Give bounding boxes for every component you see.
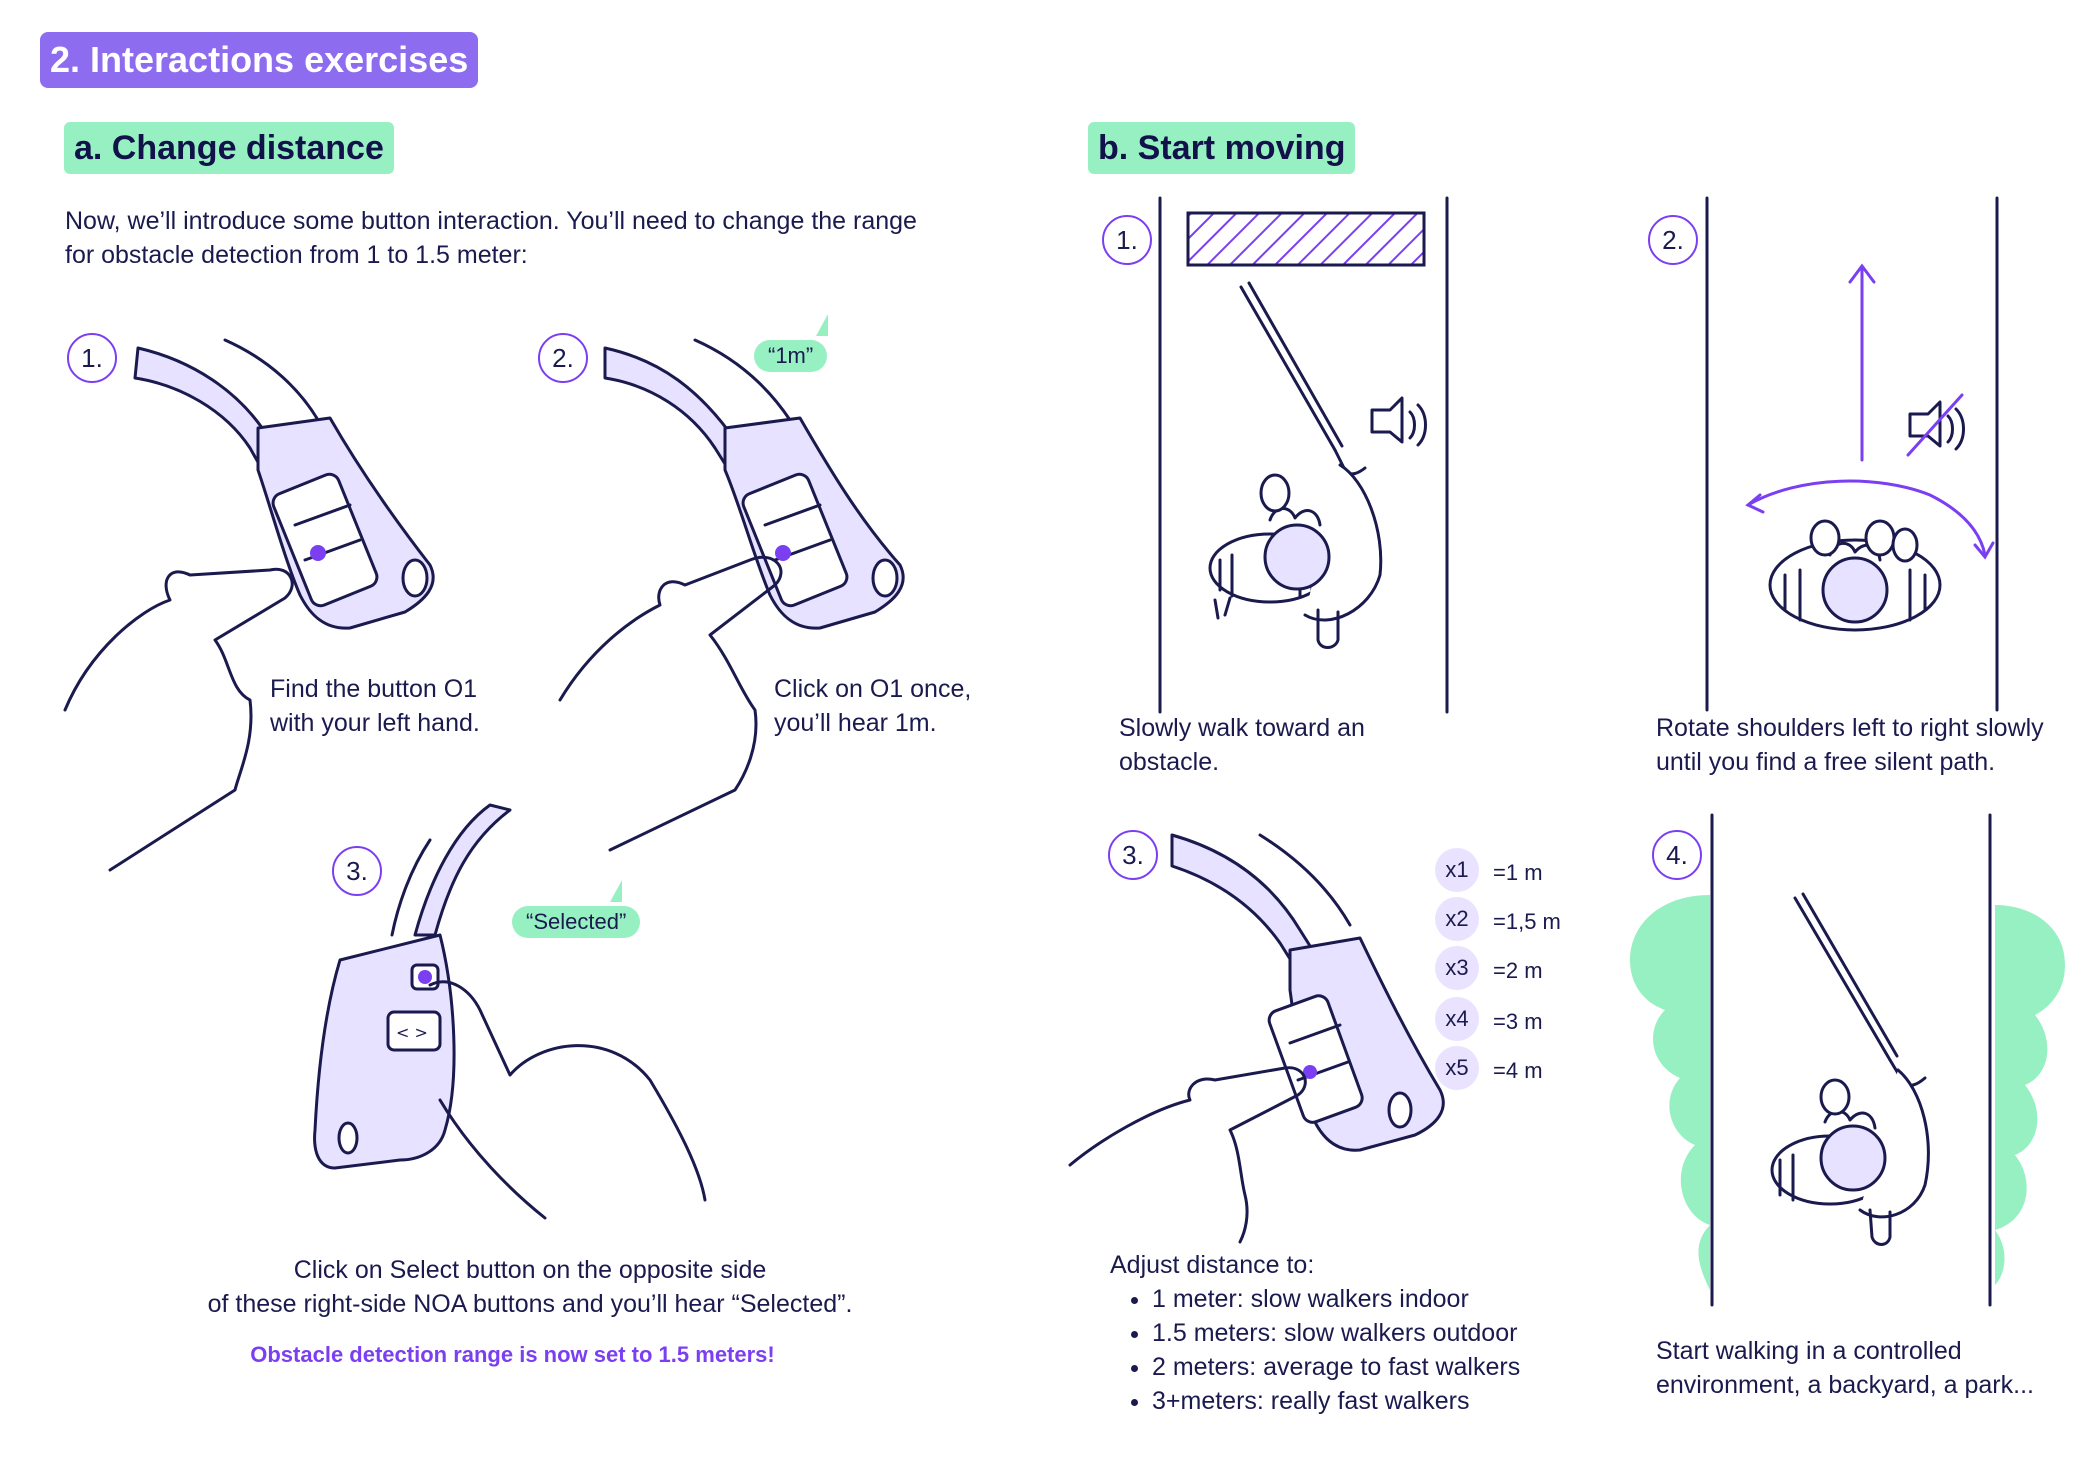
distance-bullet-2: 1.5 meters: slow walkers outdoor [1152, 1316, 1520, 1350]
press-value-x3: =2 m [1493, 958, 1543, 983]
a1-illustration [63, 338, 435, 872]
distance-bullet-list: 1 meter: slow walkers indoor 1.5 meters:… [1110, 1282, 1520, 1418]
b-step1-caption-line1: Slowly walk toward an [1119, 714, 1365, 742]
press-badge-x1: x1 [1435, 848, 1479, 892]
press-badge-x2: x2 [1435, 897, 1479, 941]
distance-bullet-1: 1 meter: slow walkers indoor [1152, 1282, 1520, 1316]
b-step2-caption-line2: until you find a free silent path. [1656, 748, 1996, 776]
section-a-intro-line2: for obstacle detection from 1 to 1.5 met… [65, 241, 528, 269]
section-b-title: b. Start moving [1088, 122, 1356, 174]
b4-illustration [1630, 813, 2065, 1307]
b3-illustration [1068, 833, 1445, 1244]
press-value-x1: =1 m [1493, 860, 1543, 885]
svg-text:< >: < > [396, 1023, 428, 1042]
b1-illustration [1158, 196, 1449, 714]
page-title: 2. Interactions exercises [40, 32, 479, 88]
a2-illustration [558, 338, 905, 852]
distance-bullet-4: 3+meters: really fast walkers [1152, 1384, 1520, 1418]
b2-illustration [1705, 196, 1999, 712]
a-step2-caption-line2: you’ll hear 1m. [774, 709, 937, 737]
b-step1-number: 1. [1102, 215, 1152, 265]
bush-right [1995, 905, 2065, 1285]
a-step3-bubble-tail [610, 880, 622, 902]
a3-illustration: < > [313, 803, 707, 1220]
press-value-x2: =1,5 m [1493, 909, 1561, 934]
b-step3-number: 3. [1108, 830, 1158, 880]
b-step2-caption-line1: Rotate shoulders left to right slowly [1656, 714, 2044, 742]
a-step2-bubble-tail [816, 314, 828, 336]
section-a-intro-line1: Now, we’ll introduce some button interac… [65, 207, 917, 235]
press-badge-x4: x4 [1435, 997, 1479, 1041]
a-step2-number: 2. [538, 333, 588, 383]
bush-left [1630, 895, 1710, 1290]
obstacle-hatched-box [1186, 211, 1426, 267]
press-value-x5: =4 m [1493, 1058, 1543, 1083]
b-step1-caption-line2: obstacle. [1119, 748, 1220, 776]
a-step1-number: 1. [67, 333, 117, 383]
o1-button-dot [310, 545, 326, 561]
distance-bullet-3: 2 meters: average to fast walkers [1152, 1350, 1520, 1384]
a-step2-caption-line1: Click on O1 once, [774, 675, 972, 703]
b-step4-number: 4. [1652, 830, 1702, 880]
b-step4-caption-line1: Start walking in a controlled [1656, 1337, 1962, 1365]
a-step1-caption-line2: with your left hand. [270, 709, 480, 737]
a-step3-caption-line1: Click on Select button on the opposite s… [293, 1256, 767, 1284]
b-step3-caption: Adjust distance to: [1110, 1251, 1315, 1279]
b-step4-caption-line2: environment, a backyard, a park... [1656, 1371, 2034, 1399]
press-badge-x5: x5 [1435, 1046, 1479, 1090]
result-highlight: Obstacle detection range is now set to 1… [250, 1342, 775, 1367]
press-badge-x3: x3 [1435, 946, 1479, 990]
b-step2-number: 2. [1648, 215, 1698, 265]
a-step3-caption-line2: of these right-side NOA buttons and you’… [207, 1290, 853, 1318]
a-step3-number: 3. [332, 846, 382, 896]
a-step1-caption-line1: Find the button O1 [270, 675, 478, 703]
a-step2-speech-bubble: “1m” [754, 340, 828, 372]
press-value-x4: =3 m [1493, 1009, 1543, 1034]
a-step3-speech-bubble: “Selected” [512, 906, 641, 938]
section-a-title: a. Change distance [64, 122, 394, 174]
